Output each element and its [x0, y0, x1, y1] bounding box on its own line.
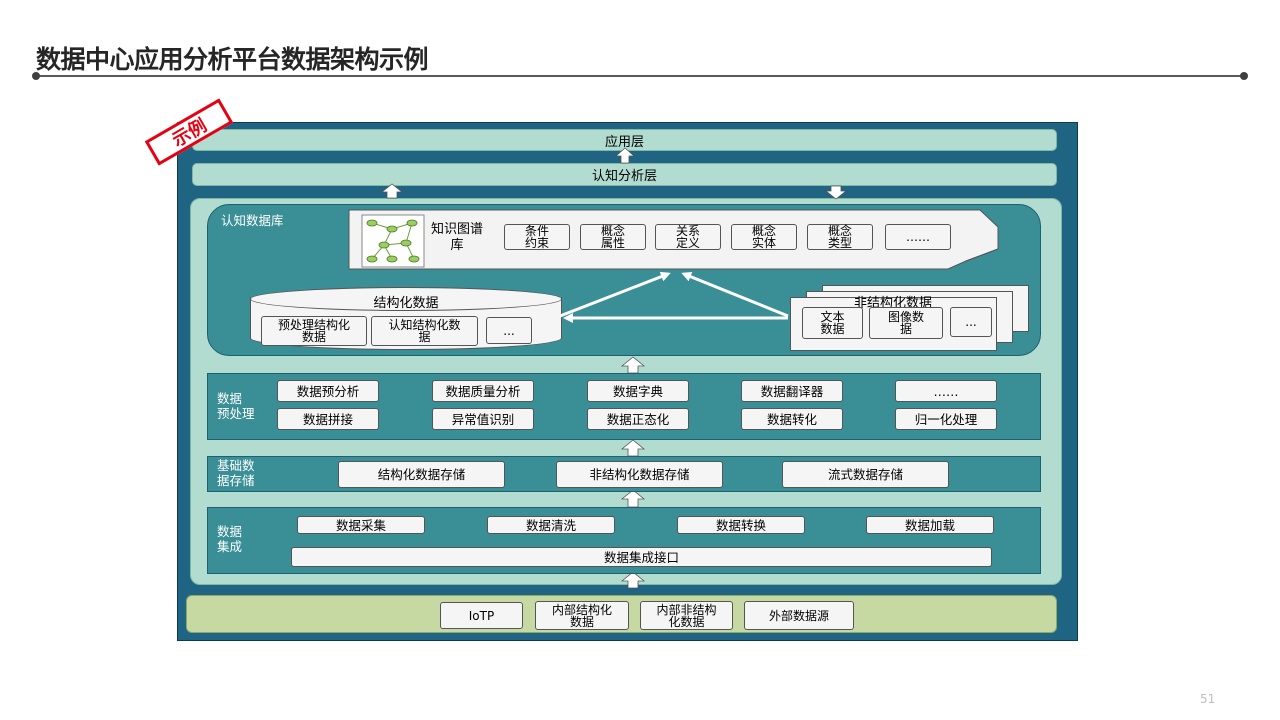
kg-item-relations: 关系 定义	[655, 224, 721, 250]
preprocess-item-scaling: 归一化处理	[895, 408, 997, 430]
integration-label: 数据 集成	[217, 524, 243, 554]
preprocess-item-more: ……	[895, 380, 997, 402]
divider-dot-right	[1240, 72, 1248, 80]
kg-item-more: ……	[885, 224, 951, 250]
unstructured-item-more: ...	[950, 307, 992, 337]
title-divider	[36, 75, 1244, 77]
preprocess-item-normalize: 数据正态化	[587, 408, 689, 430]
storage-item-structured: 结构化数据存储	[338, 461, 505, 488]
preprocessing-label: 数据 预处理	[217, 391, 255, 421]
preprocess-item-dictionary: 数据字典	[587, 380, 689, 402]
knowledge-graph-icon	[361, 214, 425, 268]
kg-item-attributes: 概念 属性	[580, 224, 646, 250]
source-item-external: 外部数据源	[744, 601, 854, 630]
knowledge-graph-label: 知识图谱 库	[430, 222, 483, 253]
structured-data-cylinder-top	[250, 287, 562, 311]
integration-item-clean: 数据清洗	[487, 516, 615, 534]
page-title: 数据中心应用分析平台数据架构示例	[36, 45, 429, 74]
kg-item-types: 概念 类型	[807, 224, 873, 250]
structured-data-title: 结构化数据	[373, 296, 439, 311]
unstructured-item-text: 文本 数据	[802, 307, 863, 339]
source-item-internal-unstructured: 内部非结构 化数据	[640, 601, 733, 630]
integration-interface: 数据集成接口	[291, 547, 992, 567]
storage-label: 基础数 据存储	[217, 458, 255, 488]
storage-item-unstructured: 非结构化数据存储	[556, 461, 723, 488]
cognitive-analysis-layer: 认知分析层	[192, 163, 1057, 186]
page-number: 51	[1200, 692, 1216, 706]
integration-item-collect: 数据采集	[297, 516, 425, 534]
preprocess-item-concat: 数据拼接	[277, 408, 379, 430]
source-item-internal-structured: 内部结构化 数据	[535, 601, 629, 630]
source-item-iotp: IoTP	[440, 602, 523, 629]
preprocess-item-quality: 数据质量分析	[432, 380, 534, 402]
preprocess-item-preanalysis: 数据预分析	[277, 380, 379, 402]
structured-item-cognitive: 认知结构化数 据	[371, 316, 478, 346]
kg-item-constraints: 条件 约束	[504, 224, 570, 250]
unstructured-item-image: 图像数 据	[869, 307, 943, 339]
structured-item-more: ...	[486, 317, 532, 344]
preprocess-item-translator: 数据翻译器	[741, 380, 843, 402]
divider-dot-left	[32, 72, 40, 80]
integration-item-load: 数据加载	[866, 516, 994, 534]
preprocess-item-convert: 数据转化	[741, 408, 843, 430]
kg-item-entities: 概念 实体	[731, 224, 797, 250]
storage-item-streaming: 流式数据存储	[782, 461, 949, 488]
structured-item-preprocessed: 预处理结构化 数据	[261, 316, 367, 346]
cognitive-database-label: 认知数据库	[221, 213, 284, 228]
integration-item-transform: 数据转换	[677, 516, 805, 534]
preprocess-item-outlier: 异常值识别	[432, 408, 534, 430]
